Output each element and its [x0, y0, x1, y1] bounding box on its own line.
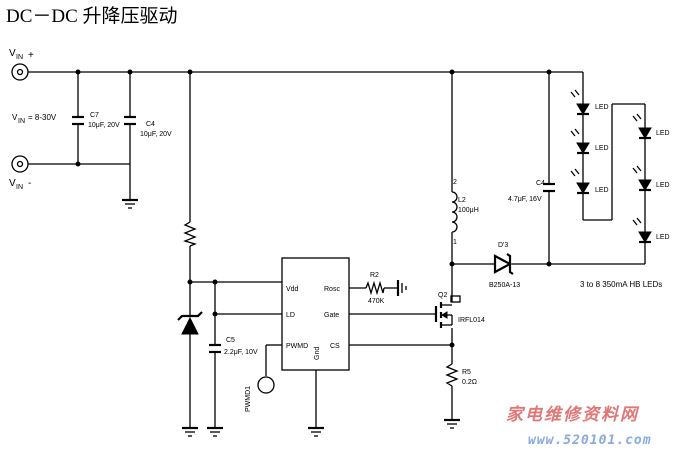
- l2-value: 100μH: [458, 207, 479, 214]
- led-4: [632, 113, 652, 140]
- ground-symbol-ic: [308, 426, 324, 437]
- l2-ref: L2: [458, 197, 466, 204]
- pwmd-input-terminal: [257, 376, 275, 394]
- ic-pin-rosc: Rosc: [324, 286, 340, 293]
- driver-ic: [281, 257, 350, 371]
- ic-pin-ld: LD: [286, 312, 295, 319]
- vin-plus-label: V: [9, 48, 16, 59]
- vin-range-value: = 8-30V: [28, 113, 57, 122]
- capacitor-c5: [209, 343, 221, 354]
- vin-range-sub: IN: [18, 118, 25, 125]
- mosfet-q2: [434, 295, 461, 328]
- led-6: [632, 217, 652, 244]
- ground-symbol-input: [122, 198, 138, 209]
- resistor-r2: [365, 280, 385, 296]
- capacitor-c4a: [124, 115, 136, 126]
- ground-symbol-c5: [207, 426, 223, 437]
- led-1: [570, 89, 590, 116]
- inductor-l2: [451, 191, 458, 233]
- r5-ref: R5: [462, 369, 471, 376]
- vin-range-prefix: V: [12, 113, 18, 122]
- watermark-url: www.520101.com: [528, 433, 652, 448]
- wires: [77, 71, 646, 428]
- q2-part: IRFL014: [458, 317, 485, 324]
- junction-dots: [75, 69, 552, 348]
- vin-plus-sign: +: [28, 50, 34, 61]
- ground-symbol-zener: [182, 426, 198, 437]
- vin-minus-terminal: [11, 155, 78, 173]
- r2-value: 470K: [368, 298, 385, 305]
- r2-ref: R2: [370, 272, 379, 279]
- c4a-value: 10μF, 20V: [140, 131, 172, 138]
- pwmd-input-label: PWMD1: [245, 386, 252, 412]
- zener-diode: [177, 311, 203, 335]
- c4b-value: 4.7μF, 16V: [508, 196, 542, 203]
- ic-pin-cs: CS: [330, 343, 340, 350]
- resistor-r5: [445, 363, 459, 387]
- c7-ref: C7: [90, 112, 99, 119]
- led-3: [570, 168, 590, 195]
- c4a-ref: C4: [146, 121, 155, 128]
- led-string-caption: 3 to 8 350mA HB LEDs: [580, 280, 662, 289]
- ground-symbol-rsense: [444, 418, 460, 429]
- led-5-label: LED: [656, 182, 670, 189]
- c4b-ref: C4: [536, 180, 545, 187]
- led-2-label: LED: [595, 145, 609, 152]
- c7-value: 10μF, 20V: [88, 122, 120, 129]
- led-3-label: LED: [595, 187, 609, 194]
- l2-pin1: 1: [453, 239, 457, 246]
- led-6-label: LED: [656, 234, 670, 241]
- ic-pin-vdd: Vdd: [286, 286, 299, 293]
- d3-part: B250A-13: [489, 282, 520, 289]
- led-5: [632, 165, 652, 192]
- led-1-label: LED: [595, 104, 609, 111]
- c5-ref: C5: [226, 337, 235, 344]
- vin-plus-sub: IN: [16, 54, 23, 61]
- capacitor-c4b: [543, 182, 555, 193]
- diagram-title: DC－DC 升降压驱动: [6, 5, 178, 27]
- vin-minus-label: V: [9, 178, 16, 189]
- l2-pin2: 2: [453, 179, 457, 186]
- q2-ref: Q2: [438, 292, 447, 299]
- led-2: [570, 128, 590, 155]
- ic-pin-gnd: Gnd: [314, 347, 321, 360]
- ground-symbol-rosc: [396, 280, 407, 296]
- schottky-diode-d3: [493, 253, 514, 275]
- capacitor-c7: [72, 115, 84, 126]
- d3-ref: D'3: [498, 242, 508, 249]
- vin-minus-sub: IN: [16, 184, 23, 191]
- led-4-label: LED: [656, 130, 670, 137]
- watermark-cn: 家电维修资料网: [506, 405, 640, 425]
- resistor-r1: [183, 221, 197, 247]
- vin-minus-sign: -: [28, 178, 31, 189]
- c5-value: 2.2μF, 10V: [224, 349, 258, 356]
- vin-plus-terminal: [11, 63, 78, 81]
- ic-pin-pwmd: PWMD: [286, 343, 308, 350]
- led-string: [570, 89, 652, 244]
- r5-value: 0.2Ω: [462, 379, 477, 386]
- ic-pin-gate: Gate: [324, 312, 339, 319]
